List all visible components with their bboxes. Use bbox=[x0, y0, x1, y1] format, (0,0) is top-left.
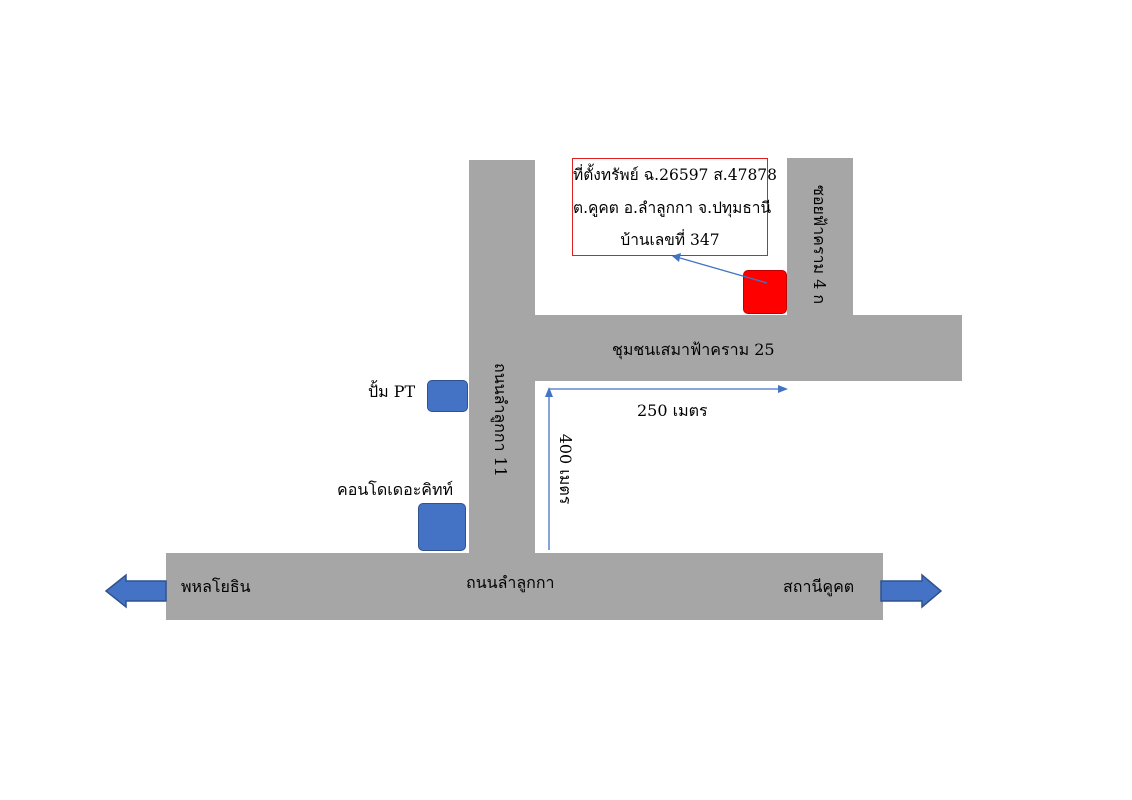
condo-label: คอนโดเดอะคิทท์ bbox=[337, 480, 454, 499]
distance-label-north: 400 เมตร bbox=[556, 433, 575, 505]
road-lamlukka-11 bbox=[469, 160, 535, 554]
road-label-main: ถนนลำลูกกา bbox=[466, 573, 555, 592]
direction-label-west: พหลโยธิน bbox=[181, 577, 251, 596]
property-info-line-3: บ้านเลขที่ 347 bbox=[620, 231, 720, 249]
road-label-community-25: ชุมชนเสมาฟ้าคราม 25 bbox=[612, 340, 775, 359]
pt-station-marker bbox=[427, 380, 468, 412]
direction-arrow-west bbox=[104, 573, 167, 609]
road-community-25 bbox=[535, 315, 962, 381]
property-info-line-1: ที่ตั้งทรัพย์ ฉ.26597 ส.47878 bbox=[573, 166, 778, 184]
distance-arrow-north-head bbox=[545, 387, 553, 397]
road-soi-fakhram-4 bbox=[787, 158, 853, 316]
pt-station-label: ปั้ม PT bbox=[368, 382, 416, 401]
road-label-lamlukka-11: ถนนลำลูกกา 11 bbox=[491, 363, 510, 477]
condo-marker bbox=[418, 503, 466, 551]
road-lamlukka-main bbox=[166, 553, 883, 620]
distance-label-east: 250 เมตร bbox=[637, 401, 708, 420]
direction-label-east: สถานีคูคต bbox=[783, 577, 855, 596]
direction-arrow-east bbox=[880, 573, 943, 609]
property-marker bbox=[743, 270, 787, 314]
distance-arrow-east-head bbox=[778, 385, 788, 393]
property-info-line-2: ต.คูคต อ.ลำลูกกา จ.ปทุมธานี bbox=[573, 199, 772, 217]
road-label-soi-fakhram-4: ซอยฟ้าคราม 4 ก bbox=[810, 185, 829, 305]
property-info-box: ที่ตั้งทรัพย์ ฉ.26597 ส.47878 ต.คูคต อ.ล… bbox=[572, 158, 778, 256]
